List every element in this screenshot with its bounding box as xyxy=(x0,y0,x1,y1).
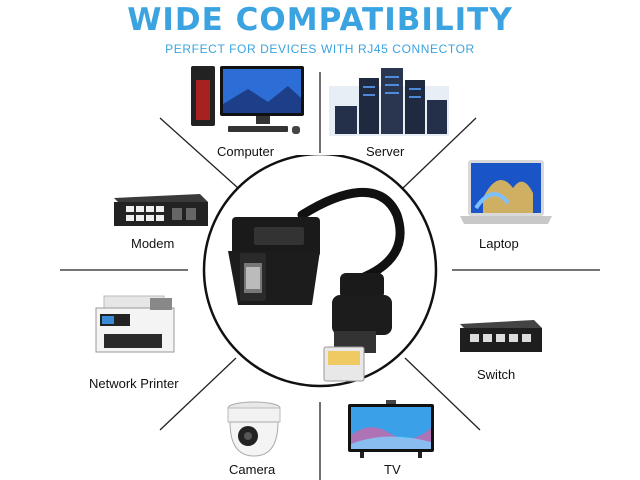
network-printer-icon xyxy=(95,295,175,353)
female-socket-icon xyxy=(228,217,320,305)
label-switch: Switch xyxy=(477,367,516,382)
divider-top-right xyxy=(402,117,477,189)
switch-icon xyxy=(460,320,542,352)
label-tv: TV xyxy=(384,462,401,477)
cable-icon xyxy=(297,188,405,282)
label-computer: Computer xyxy=(217,144,275,159)
male-plug-icon xyxy=(323,273,392,382)
page-subtitle: PERFECT FOR DEVICES WITH RJ45 CONNECTOR xyxy=(165,42,475,56)
page-title: WIDE COMPATIBILITY xyxy=(127,2,513,38)
label-server: Server xyxy=(366,144,405,159)
laptop-icon xyxy=(460,160,552,224)
divider-bottom-left xyxy=(159,357,237,431)
cable-illustration xyxy=(202,155,438,388)
label-network-printer: Network Printer xyxy=(89,376,179,391)
computer-icon xyxy=(191,66,304,134)
label-camera: Camera xyxy=(229,462,276,477)
camera-icon xyxy=(227,401,281,457)
label-laptop: Laptop xyxy=(479,236,519,251)
modem-icon xyxy=(114,194,208,226)
divider-bottom-right xyxy=(404,357,481,431)
label-modem: Modem xyxy=(131,236,175,251)
server-icon xyxy=(329,68,449,136)
tv-icon xyxy=(348,400,434,458)
divider-top-left xyxy=(159,117,239,189)
